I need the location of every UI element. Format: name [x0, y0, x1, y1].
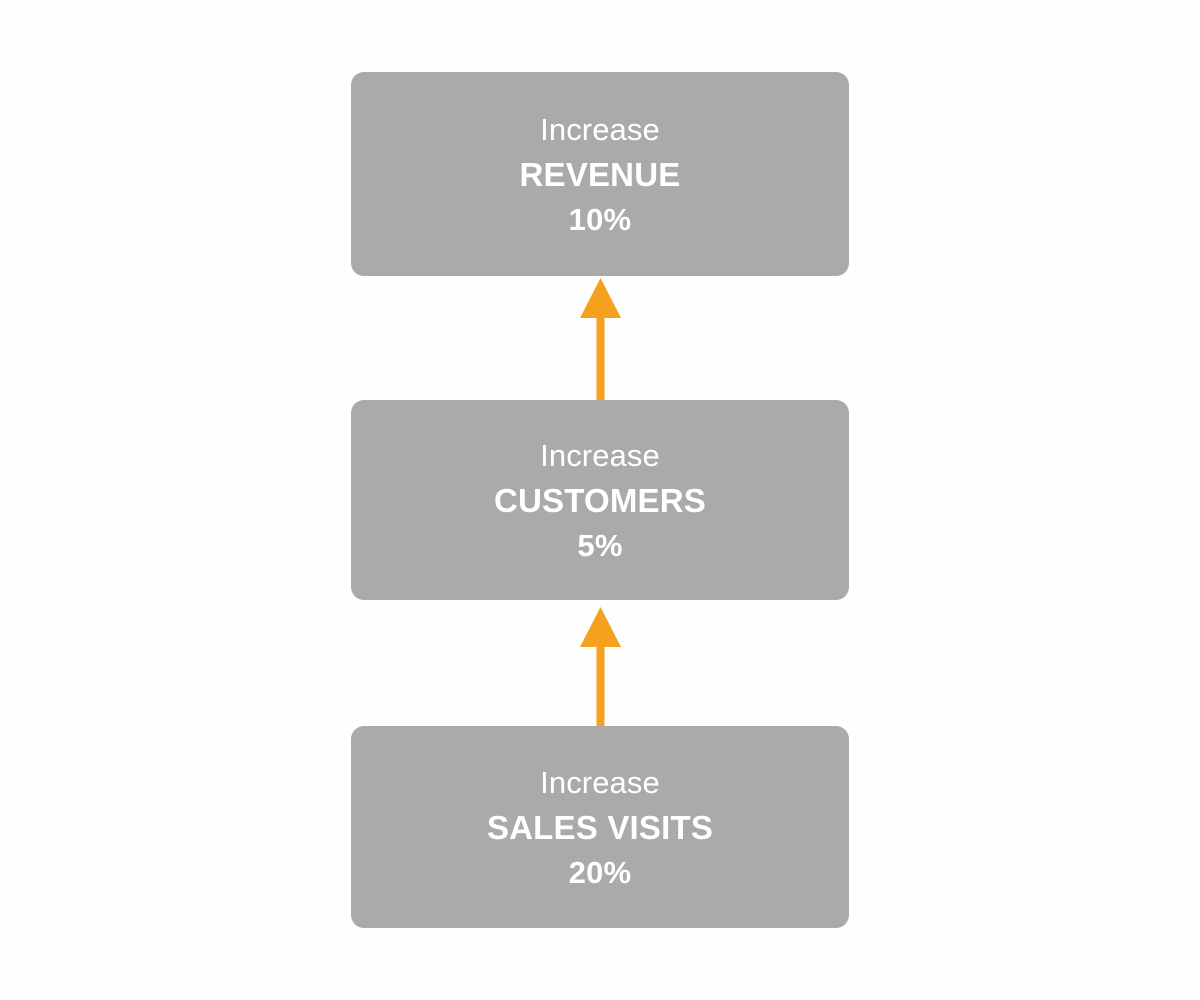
node-customers-subject: CUSTOMERS	[493, 481, 707, 519]
node-sales-visits[interactable]: Increase SALES VISITS 20%	[351, 726, 849, 928]
node-sales-visits-value: 20%	[568, 854, 632, 890]
up-arrow-icon-customers-to-revenue	[580, 278, 621, 402]
node-revenue-prefix: Increase	[540, 111, 660, 147]
node-revenue[interactable]: Increase REVENUE 10%	[351, 72, 849, 276]
node-revenue-value: 10%	[568, 201, 632, 237]
node-customers[interactable]: Increase CUSTOMERS 5%	[351, 400, 849, 600]
node-sales-visits-prefix: Increase	[540, 764, 660, 800]
up-arrow-icon-sales-visits-to-customers	[580, 607, 621, 729]
node-sales-visits-subject: SALES VISITS	[486, 808, 714, 846]
node-customers-value: 5%	[577, 527, 623, 563]
node-revenue-subject: REVENUE	[519, 155, 681, 193]
node-customers-prefix: Increase	[540, 437, 660, 473]
